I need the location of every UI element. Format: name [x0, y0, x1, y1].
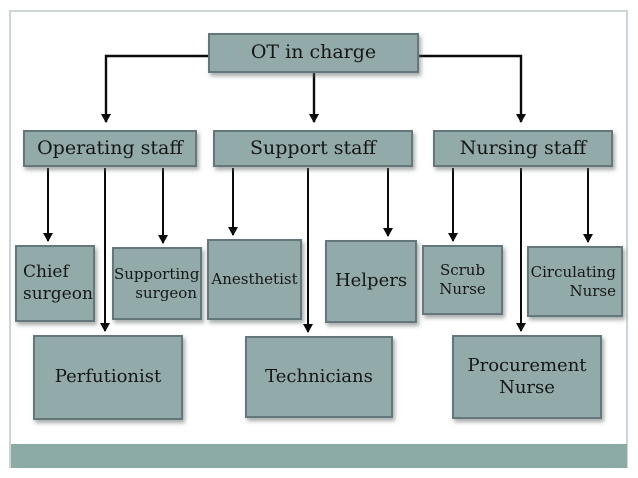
node-label: OT in charge	[250, 41, 377, 64]
node-perfutionist: Perfutionist	[33, 335, 183, 420]
node-label: Technicians	[265, 365, 373, 387]
node-helpers: Helpers	[325, 240, 417, 323]
node-support-staff: Support staff	[213, 130, 413, 167]
node-label: Helpers	[334, 270, 408, 292]
footer-accent-bar	[11, 444, 627, 468]
node-operating-staff: Operating staff	[23, 130, 197, 167]
node-circulating-nurse: Circulating Nurse	[527, 246, 623, 317]
node-label: Scrub Nurse	[439, 261, 486, 298]
node-chief-surgeon: Chief surgeon	[15, 245, 95, 322]
node-procurement-nurse: Procurement Nurse	[452, 335, 602, 419]
node-label: Operating staff	[37, 136, 183, 159]
node-label: Procurement Nurse	[467, 354, 587, 399]
node-label: Supporting surgeon	[114, 264, 200, 302]
node-label: Support staff	[250, 136, 376, 159]
node-ot-in-charge: OT in charge	[208, 33, 419, 73]
node-nursing-staff: Nursing staff	[433, 130, 613, 167]
node-technicians: Technicians	[245, 336, 393, 418]
node-scrub-nurse: Scrub Nurse	[422, 245, 503, 315]
node-label: Chief surgeon	[23, 262, 93, 304]
node-supporting-surgeon: Supporting surgeon	[112, 247, 202, 320]
node-label: Nursing staff	[459, 136, 587, 159]
node-anesthetist: Anesthetist	[207, 239, 302, 320]
node-label: Circulating Nurse	[530, 262, 616, 300]
node-label: Perfutionist	[54, 366, 162, 388]
node-label: Anesthetist	[211, 270, 298, 289]
